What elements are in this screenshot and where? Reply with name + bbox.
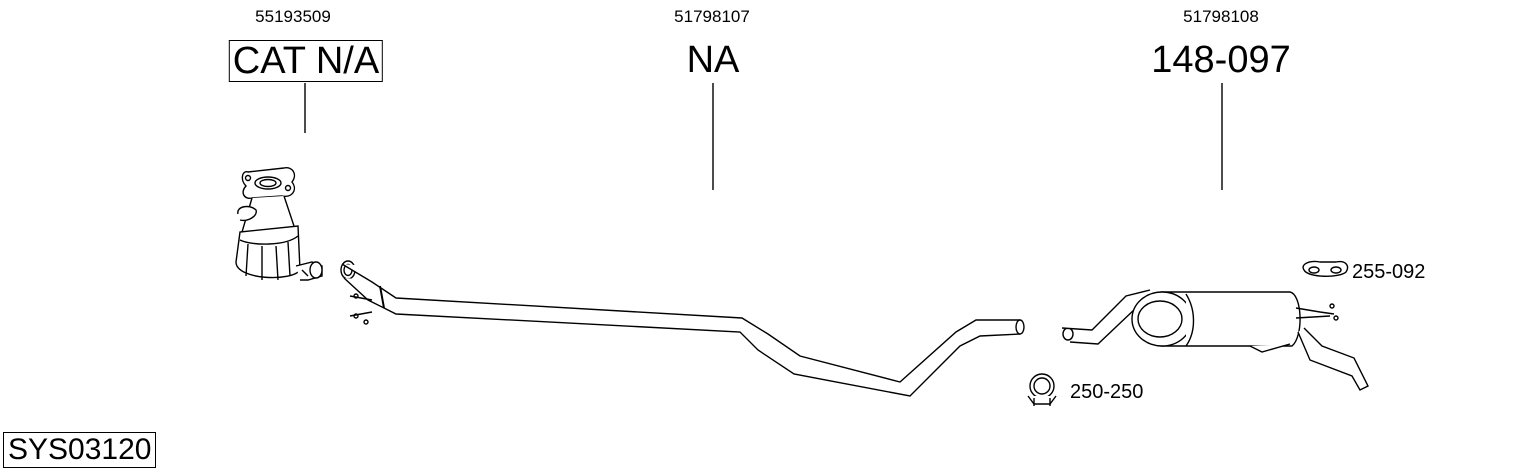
clamp-icon bbox=[1027, 373, 1057, 406]
oe-number-catalyst: 55193509 bbox=[255, 7, 331, 26]
accessory-label-clamp: 250-250 bbox=[1070, 381, 1144, 403]
part-number-catalyst: CAT N/A bbox=[228, 40, 384, 82]
catalytic-converter-drawing bbox=[235, 167, 323, 281]
oe-number-pipe: 51798107 bbox=[674, 7, 750, 26]
system-code: SYS03120 bbox=[3, 432, 157, 468]
oe-number-muffler: 51798108 bbox=[1183, 7, 1259, 26]
part-number-muffler: 148-097 bbox=[1151, 39, 1291, 81]
front-pipe-drawing bbox=[340, 260, 1025, 397]
accessory-label-rubber-mount: 255-092 bbox=[1352, 261, 1426, 283]
rear-muffler-drawing bbox=[1061, 289, 1369, 391]
part-number-pipe: NA bbox=[686, 39, 740, 81]
rubber-mount-icon bbox=[1302, 260, 1349, 277]
